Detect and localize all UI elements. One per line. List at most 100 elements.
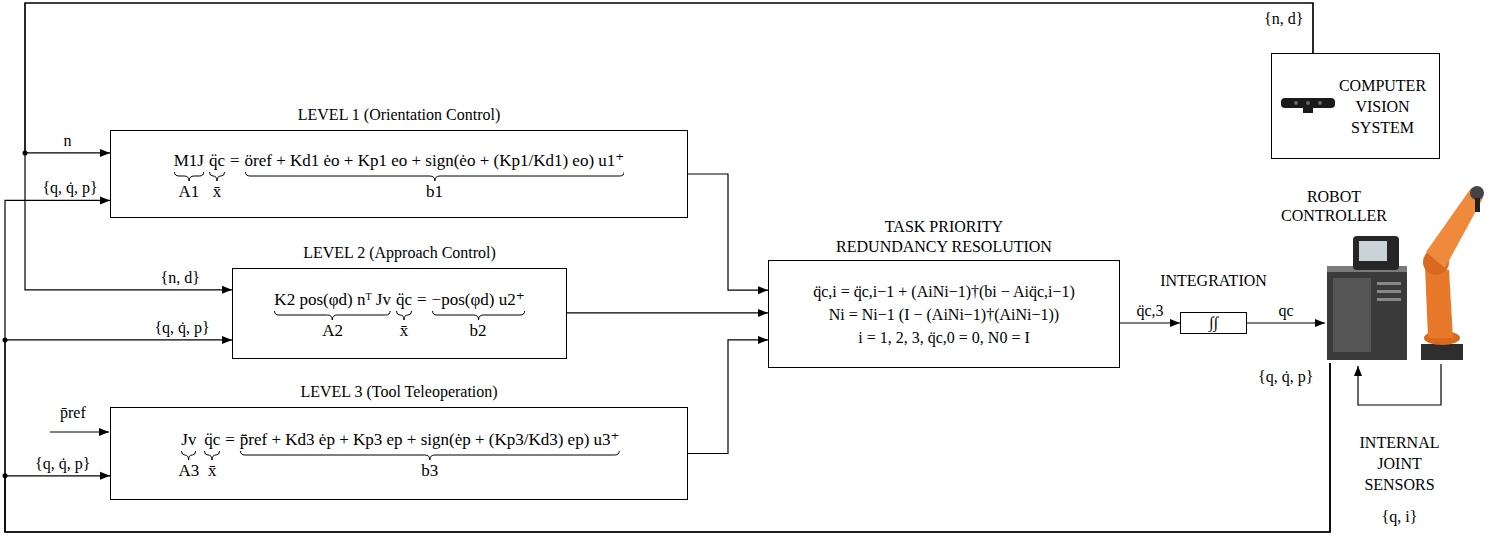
illustration-part: [1377, 290, 1401, 293]
equation-text: öref + Kd1 ėo + Kp1 eo + sign(ėo + (Kp1/…: [245, 151, 625, 171]
block-heading: TASK PRIORITY REDUNDANCY RESOLUTION: [831, 217, 1057, 257]
block-heading: ROBOT CONTROLLER: [1275, 187, 1393, 225]
camera-icon: [1280, 94, 1338, 118]
brace-label: A3: [178, 461, 199, 481]
equation-row: K2 pos(φd) nᵀ Jv A2 q̈c x̄ =−pos(φd) u2⁺ b2: [274, 290, 524, 341]
equation-term: q̈c x̄: [204, 430, 220, 481]
brace-label: x̄: [208, 461, 217, 481]
reference-input-line: [50, 431, 109, 432]
underbrace: [396, 311, 412, 321]
equation-term: K2 pos(φd) nᵀ Jv A2: [274, 290, 391, 341]
equation-line: q̈c,i = q̈c,i−1 + (AiNi−1)†(bi − Aiq̈c,i…: [813, 280, 1075, 303]
connector: [5, 200, 1330, 532]
equation-line: i = 1, 2, 3, q̈c,0 = 0, N0 = I: [858, 326, 1030, 349]
brace-stroke: [174, 172, 203, 181]
brace-label: b2: [470, 321, 487, 341]
brace-stroke: [432, 311, 524, 320]
underbrace: [245, 172, 625, 182]
level-box: LEVEL 1 (Orientation Control)M1JA1q̈cx̄=…: [110, 130, 688, 218]
brace-label: x̄: [213, 182, 222, 202]
robot-figure: ROBOT CONTROLLER: [1325, 228, 1485, 363]
level-box: LEVEL 2 (Approach Control)K2 pos(φd) nᵀ …: [232, 268, 567, 359]
equation-text: K2 pos(φd) nᵀ Jv: [274, 290, 391, 310]
illustration-part: [1281, 98, 1335, 108]
underbrace: [174, 172, 204, 182]
sensor-feedback-line: [1358, 364, 1441, 405]
brace-stroke: [245, 172, 624, 181]
underbrace: [209, 172, 225, 182]
brace-stroke: [240, 451, 619, 460]
illustration-part: [1359, 241, 1387, 261]
equation-text: M1J: [174, 151, 204, 171]
level-heading: LEVEL 2 (Approach Control): [233, 243, 566, 263]
equation-row: M1J A1 q̈c x̄ =öref + Kd1 ėo + Kp1 eo + sign…: [174, 151, 625, 202]
illustration-part: [1377, 298, 1401, 301]
edge-label: n: [62, 132, 74, 150]
equation-term: q̈c x̄: [209, 151, 225, 202]
equation-row: JvA3 q̈c x̄ =p̄̈ref + Kd3 ėp + Kp3 ep + sig…: [178, 430, 619, 481]
level-box: LEVEL 3 (Tool Teleoperation)JvA3q̈cx̄=p̄…: [110, 407, 688, 500]
edge-label: {q, q̇, p}: [152, 319, 211, 337]
edge-label: {q, q̇, p}: [33, 455, 92, 473]
equation-term: p̄̈ref + Kd3 ėp + Kp3 ep + sign(ėp + (Kp…: [240, 430, 620, 481]
priority-box: TASK PRIORITY REDUNDANCY RESOLUTIONq̈c,i…: [768, 260, 1120, 368]
equation-term: JvA3: [178, 430, 199, 481]
brace-stroke: [396, 311, 411, 320]
equation-text: =: [225, 430, 235, 450]
equation-text: q̈c: [204, 430, 220, 450]
equation-text: q̈c: [396, 290, 412, 310]
level-heading: LEVEL 3 (Tool Teleoperation): [111, 382, 687, 402]
connector: [688, 340, 768, 454]
equation-text: =: [417, 290, 427, 310]
level-heading: LEVEL 1 (Orientation Control): [111, 105, 687, 125]
edge-label: qc: [1276, 302, 1295, 320]
equation-term: M1J A1: [174, 151, 204, 202]
underbrace: [204, 451, 220, 461]
equation-text: p̄̈ref + Kd3 ėp + Kp3 ep + sign(ėp + (Kp…: [240, 430, 620, 450]
brace-stroke: [182, 451, 196, 460]
junction-dot: [3, 473, 8, 478]
illustration-part: [1333, 278, 1371, 352]
equation-term: =: [230, 151, 240, 171]
equation-text: =: [230, 151, 240, 171]
edge-label: q̈c,3: [1134, 302, 1165, 320]
illustration-part: [1318, 101, 1322, 105]
illustration-part: [1425, 266, 1453, 338]
underbrace: [432, 311, 525, 321]
equation-term: =: [417, 290, 427, 310]
illustration-part: [1303, 108, 1313, 113]
connector: [688, 174, 768, 290]
connector: [5, 363, 1330, 532]
equation-text: −pos(φd) u2⁺: [432, 290, 525, 310]
edge-label: {n, d}: [159, 269, 202, 287]
connector: [1120, 322, 1180, 323]
illustration-part: [1421, 344, 1463, 360]
illustration-part: [1470, 186, 1484, 200]
brace-stroke: [205, 451, 220, 460]
vision-text: COMPUTER VISION SYSTEM: [1330, 75, 1435, 138]
connector: [5, 340, 1330, 532]
junction-dot: [3, 337, 8, 342]
equation-text: q̈c: [209, 151, 225, 171]
equation-line: Ni = Ni−1 (I − (AiNi−1)†(AiNi−1)): [829, 303, 1059, 326]
integral-symbol: ∫∫: [1209, 313, 1218, 333]
illustration-part: [1294, 101, 1298, 105]
brace-stroke: [275, 311, 391, 320]
brace-label: b3: [421, 461, 438, 481]
brace-label: A2: [322, 321, 343, 341]
equation-term: −pos(φd) u2⁺ b2: [432, 290, 525, 341]
brace-label: x̄: [400, 321, 409, 341]
illustration-part: [1426, 188, 1483, 268]
underbrace: [240, 451, 620, 461]
signal-label: INTERNAL JOINT SENSORS: [1345, 432, 1454, 495]
brace-label: A1: [178, 182, 199, 202]
equation-term: q̈c x̄: [396, 290, 412, 341]
connector: [25, 3, 1313, 290]
signal-label: {q, i}: [1345, 506, 1454, 527]
equation-text: Jv: [181, 430, 196, 450]
edge-label: {q, q̇, p}: [40, 179, 99, 197]
illustration-part: [1306, 101, 1310, 105]
brace-label: b1: [426, 182, 443, 202]
equation-term: öref + Kd1 ėo + Kp1 eo + sign(ėo + (Kp1/…: [245, 151, 625, 202]
underbrace: [181, 451, 196, 461]
